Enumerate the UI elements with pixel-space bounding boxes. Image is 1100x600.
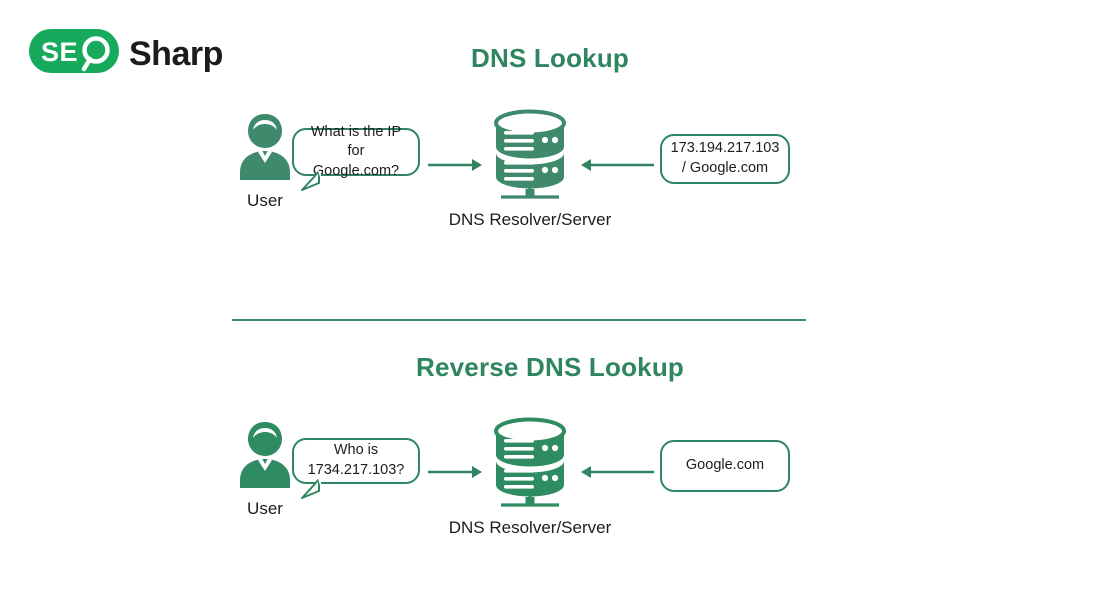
section-title-reverse-dns-lookup: Reverse DNS Lookup xyxy=(415,352,684,382)
server-block-dns: DNS Resolver/Server xyxy=(430,109,630,230)
database-server-icon xyxy=(487,417,573,515)
server-block-rdns: DNS Resolver/Server xyxy=(430,417,630,538)
answer-box-rdns: Google.com xyxy=(660,440,790,492)
user-block-dns: User xyxy=(232,110,298,211)
answer-box-text-dns: 173.194.217.103 / Google.com xyxy=(670,140,780,176)
section-title-dns-lookup: DNS Lookup xyxy=(471,43,629,73)
user-block-rdns: User xyxy=(232,418,298,519)
svg-text:SE: SE xyxy=(41,37,78,67)
brand-wordmark: Sharp xyxy=(129,34,223,73)
answer-box-text-rdns: Google.com xyxy=(685,457,765,474)
bubble-tail-icon xyxy=(301,478,325,499)
database-server-icon xyxy=(487,109,573,207)
question-bubble-dns: What is the IP for Google.com? xyxy=(292,124,420,191)
server-label-dns: DNS Resolver/Server xyxy=(448,210,612,229)
user-label-rdns: User xyxy=(247,499,283,518)
arrow-right-icon-dns xyxy=(428,157,483,178)
question-bubble-text-dns: What is the IP for Google.com? xyxy=(310,123,402,179)
diagram-row-dns-lookup: User What is the IP for Google.com? xyxy=(0,109,1100,230)
question-bubble-rdns: Who is 1734.217.103? xyxy=(292,438,420,499)
seo-magnifier-icon: SE xyxy=(28,28,120,79)
user-label-dns: User xyxy=(247,191,283,210)
arrow-left-icon-dns xyxy=(580,157,654,178)
arrow-left-icon-rdns xyxy=(580,464,654,485)
section-divider xyxy=(232,319,806,321)
question-bubble-text-rdns: Who is 1734.217.103? xyxy=(307,442,405,478)
brand-logo: SE Sharp xyxy=(28,28,223,79)
user-avatar-icon xyxy=(234,114,296,184)
server-label-rdns: DNS Resolver/Server xyxy=(448,518,612,537)
bubble-tail-icon xyxy=(301,170,325,191)
answer-box-dns: 173.194.217.103 / Google.com xyxy=(660,134,790,184)
diagram-row-reverse-dns-lookup: User Who is 1734.217.103? xyxy=(0,417,1100,538)
arrow-right-icon-rdns xyxy=(428,464,483,485)
user-avatar-icon xyxy=(234,422,296,492)
